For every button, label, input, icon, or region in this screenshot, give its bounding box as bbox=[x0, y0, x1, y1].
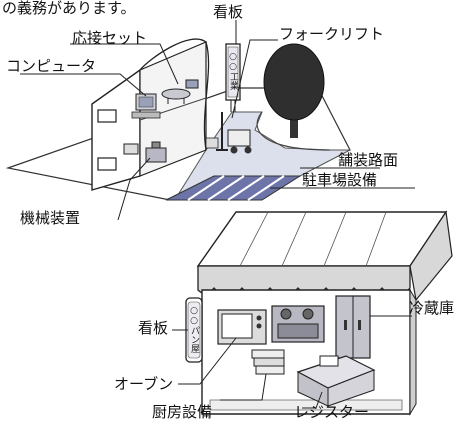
bread-stack-icon bbox=[251, 349, 285, 375]
shop-sign-text: ○○パン屋 bbox=[189, 306, 200, 354]
shop-scene: ○○パン屋 bbox=[172, 210, 453, 416]
reception-set-icon bbox=[161, 79, 199, 104]
machine-icon bbox=[123, 141, 167, 163]
register-icon bbox=[296, 355, 376, 407]
label-reception-set: 応接セット bbox=[72, 29, 148, 47]
factory-sign-text: ○○工業 bbox=[228, 52, 239, 91]
kitchen-range-icon bbox=[271, 305, 325, 343]
parking-lot bbox=[165, 175, 302, 201]
shop-wall-side bbox=[409, 288, 417, 416]
parking-lines bbox=[187, 175, 285, 201]
header-text: の義務があります。 bbox=[2, 0, 136, 17]
shop-floor bbox=[209, 399, 403, 411]
label-kitchen: 厨房設備 bbox=[152, 403, 213, 421]
forklift-icon bbox=[205, 112, 252, 154]
label-pavement: 舗装路面 bbox=[338, 151, 399, 169]
label-oven: オーブン bbox=[114, 375, 174, 393]
refrigerator-icon bbox=[335, 295, 371, 359]
label-factory-signboard: 看板 bbox=[213, 3, 244, 21]
factory-wall-front bbox=[91, 68, 141, 191]
factory-leader-lines bbox=[20, 20, 415, 221]
label-register: レジスター bbox=[294, 403, 370, 421]
tree-icon bbox=[263, 43, 325, 138]
factory-window bbox=[97, 109, 117, 123]
factory-window bbox=[97, 157, 117, 171]
label-computer: コンピュータ bbox=[6, 57, 97, 75]
factory-cutaway-edge bbox=[139, 38, 210, 151]
awning-top bbox=[196, 211, 448, 267]
label-machinery: 機械装置 bbox=[20, 209, 81, 227]
shop-leader-lines bbox=[172, 315, 412, 409]
label-shop-signboard: 看板 bbox=[138, 319, 169, 337]
shop-signboard-icon bbox=[185, 297, 203, 363]
factory-scene: ○○工業 bbox=[5, 20, 415, 221]
awning-side bbox=[409, 210, 453, 302]
label-refrigerator: 冷蔵庫 bbox=[409, 299, 455, 317]
computer-icon bbox=[131, 93, 161, 119]
label-parking: 駐車場設備 bbox=[302, 171, 378, 189]
awning-stripes bbox=[239, 211, 387, 267]
oven-icon bbox=[217, 309, 267, 345]
label-forklift: フォークリフト bbox=[279, 25, 385, 43]
road-edge bbox=[256, 111, 331, 151]
